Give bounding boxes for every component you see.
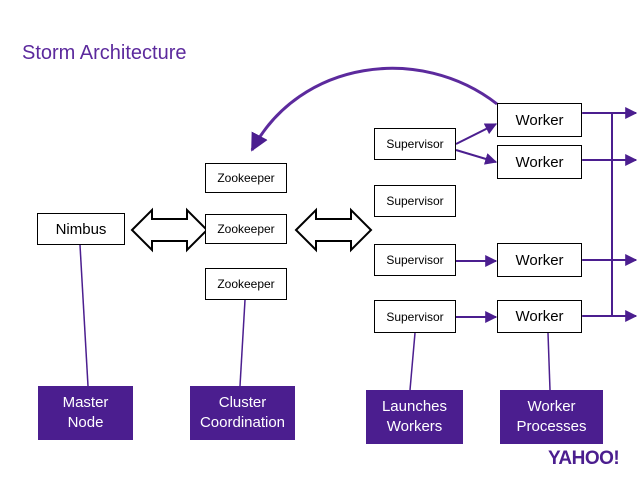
worker-box-2: Worker [497, 145, 582, 179]
worker-processes-label: Worker Processes [500, 390, 603, 444]
nimbus-zookeeper-double-arrow [130, 207, 209, 253]
slide-title: Storm Architecture [22, 42, 187, 64]
supervisor-to-launches-line [409, 332, 416, 391]
cluster-coordination-label: Cluster Coordination [190, 386, 295, 440]
supervisor-box-3: Supervisor [374, 244, 456, 276]
zookeeper-label: Zookeeper [217, 277, 275, 291]
zookeeper-box-2: Zookeeper [205, 214, 287, 244]
supervisor-label: Supervisor [386, 309, 444, 324]
worker-label: Worker [515, 111, 564, 129]
launches-workers-label: Launches Workers [366, 390, 463, 444]
nimbus-box: Nimbus [37, 213, 125, 245]
worker-to-processes-line [547, 332, 551, 391]
nimbus-label: Nimbus [55, 220, 107, 238]
zookeeper-label: Zookeeper [217, 222, 275, 236]
zookeeper-box-3: Zookeeper [205, 268, 287, 300]
worker-box-3: Worker [497, 243, 582, 277]
supervisor-box-4: Supervisor [374, 300, 456, 333]
master-node-label: Master Node [38, 386, 133, 440]
worker-label: Worker [515, 153, 564, 171]
worker-box-4: Worker [497, 300, 582, 333]
supervisor-label: Supervisor [386, 194, 444, 208]
zookeeper-label: Zookeeper [217, 171, 275, 185]
supervisor-label: Supervisor [386, 253, 444, 267]
supervisor-box-2: Supervisor [374, 185, 456, 217]
supervisor-worker-arrow-2 [455, 149, 498, 165]
worker-label: Worker [515, 251, 564, 269]
worker-box-1: Worker [497, 103, 582, 137]
yahoo-logo: YAHOO! [548, 448, 620, 469]
worker-label: Worker [515, 308, 564, 325]
worker-to-zookeeper-curve-arrow [250, 66, 498, 152]
zookeeper-box-1: Zookeeper [205, 163, 287, 193]
supervisor-box-1: Supervisor [374, 128, 456, 160]
zookeeper-supervisor-double-arrow [294, 207, 373, 253]
nimbus-to-master-line [79, 244, 89, 387]
zookeeper-to-cluster-line [239, 299, 246, 387]
supervisor-worker-arrow-1 [455, 123, 498, 145]
supervisor-label: Supervisor [386, 137, 444, 151]
